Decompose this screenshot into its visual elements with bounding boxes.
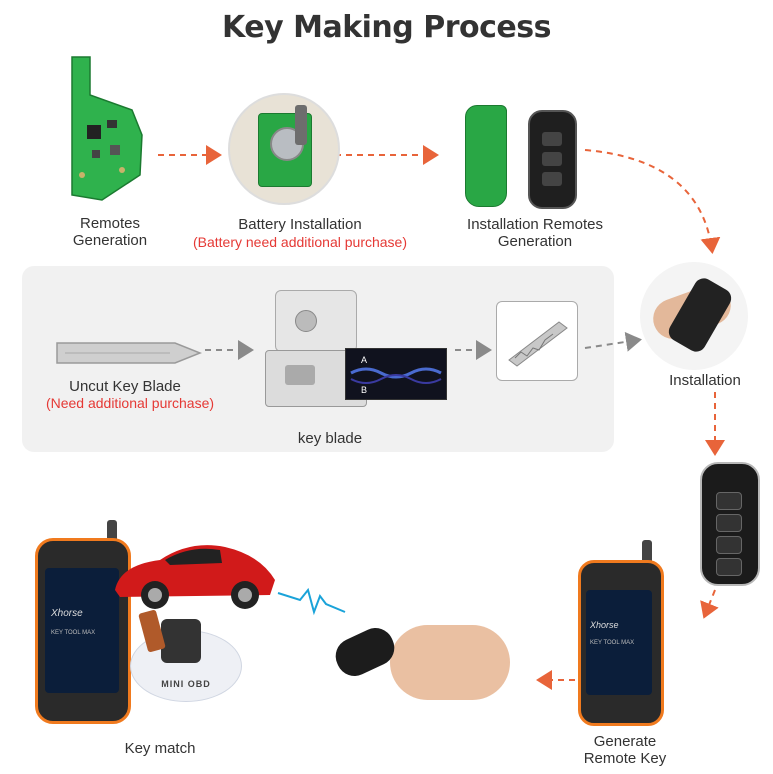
remote-shell-icon xyxy=(528,110,577,209)
uncut-key-blade-note: (Need additional purchase) xyxy=(45,395,215,411)
device-screen: Xhorse KEY TOOL MAX xyxy=(586,590,652,695)
device-brand: Xhorse xyxy=(590,620,619,630)
arrow-cut-to-installation xyxy=(584,331,642,352)
uncut-key-blade-label: Uncut Key Blade xyxy=(69,378,181,395)
antenna-icon xyxy=(642,540,652,568)
antenna-icon xyxy=(107,520,117,548)
device-screen-text: KEY TOOL MAX xyxy=(51,630,96,636)
remote-key-icon xyxy=(329,622,401,682)
device-screen-text: KEY TOOL MAX xyxy=(590,640,635,646)
key-tool-device-left: Xhorse KEY TOOL MAX xyxy=(35,520,131,725)
mini-obd-base: MINI OBD xyxy=(130,609,242,702)
remotes-generation-line1: Remotes xyxy=(79,215,141,232)
hand-icon xyxy=(390,625,510,700)
cut-key-blade-icon xyxy=(508,321,568,367)
uncut-key-blade-icon xyxy=(56,342,203,364)
device-screen: Xhorse KEY TOOL MAX xyxy=(45,568,119,693)
pcb-board-icon xyxy=(71,56,143,201)
cutter-label-a: A xyxy=(361,355,368,365)
key-blade-label: key blade xyxy=(297,430,363,447)
mini-obd-adapter-icon xyxy=(161,619,201,663)
generate-remote-key-label: Generate Remote Key xyxy=(570,733,680,767)
installation-remotes-line2: Generation xyxy=(497,233,573,250)
cutter-screen: A B xyxy=(345,348,447,400)
battery-installation-label: Battery Installation xyxy=(238,216,362,233)
remotes-generation-line2: Generation xyxy=(72,232,148,249)
generate-remote-key-line1: Generate xyxy=(593,733,657,750)
battery-installation-image xyxy=(228,93,340,205)
hand-with-key-image xyxy=(329,615,525,715)
installation-remotes-line1: Installation Remotes xyxy=(467,216,603,233)
remote-key-icon xyxy=(700,462,760,586)
page-title: Key Making Process xyxy=(222,10,551,45)
generate-remote-key-line2: Remote Key xyxy=(583,750,667,767)
key-match-label: Key match xyxy=(124,740,196,757)
device-brand: Xhorse xyxy=(51,608,83,619)
cut-blade-box xyxy=(496,301,578,381)
installation-image xyxy=(640,262,748,370)
arrow-remote-down xyxy=(700,589,719,619)
cutter-label-b: B xyxy=(361,385,368,395)
mini-obd-label: MINI OBD xyxy=(161,679,211,689)
signal-wave xyxy=(277,587,346,616)
battery-installation-note: (Battery need additional purchase) xyxy=(192,234,408,250)
tweezer-icon xyxy=(295,105,307,145)
remotes-generation-label: Remotes Generation xyxy=(50,215,170,249)
key-tool-device-right: Xhorse KEY TOOL MAX xyxy=(578,540,666,726)
installation-label: Installation xyxy=(669,372,741,389)
arrow-install-to-installation xyxy=(584,149,721,254)
pcb-board-icon xyxy=(465,105,507,207)
red-car-image xyxy=(115,545,275,609)
installation-remotes-label: Installation Remotes Generation xyxy=(450,216,620,250)
